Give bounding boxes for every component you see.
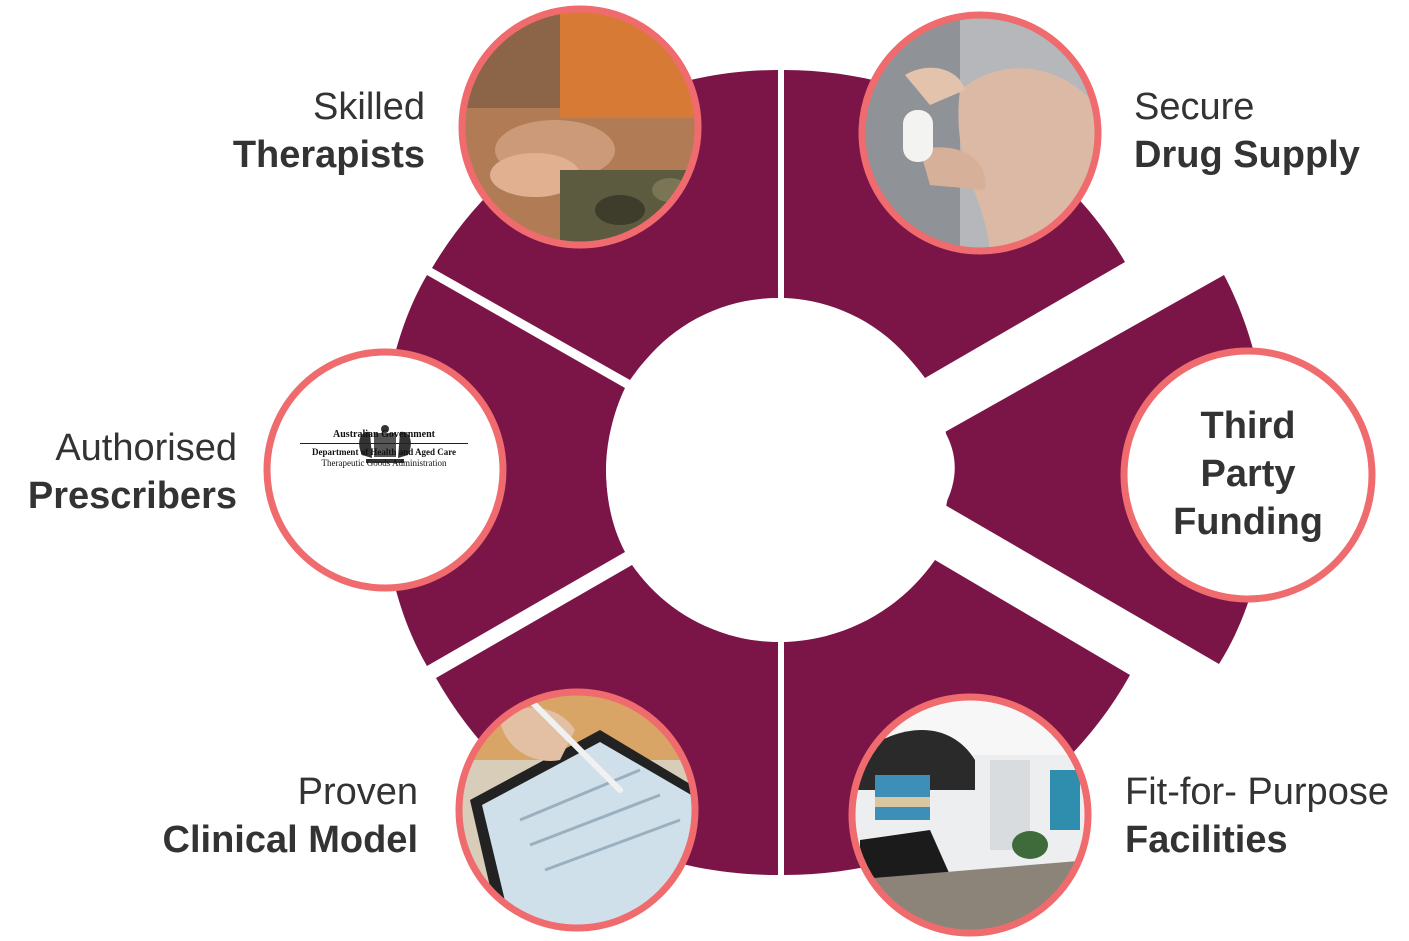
- label-line-bold: Third: [1200, 405, 1296, 447]
- funding-circle: [1120, 347, 1376, 603]
- logo-tga-text: Therapeutic Goods Administration: [321, 458, 447, 468]
- label-line: Secure: [1134, 86, 1255, 128]
- logo-circle: [263, 348, 507, 592]
- government-logo: Australian Government Department of Heal…: [298, 428, 470, 469]
- photo-ring: [858, 11, 1102, 255]
- label-fit-for-purpose-facilities: Fit-for- Purpose Facilities: [1125, 768, 1409, 864]
- photo-ring: [458, 5, 702, 249]
- logo-government-text: Australian Government: [333, 429, 435, 440]
- label-proven-clinical-model: Proven Clinical Model: [100, 768, 418, 864]
- photo-ring: [848, 693, 1092, 937]
- label-line-bold: Party: [1200, 453, 1296, 495]
- coat-of-arms-icon: [359, 425, 411, 463]
- tablet-stylus-photo: [461, 694, 693, 926]
- label-line-bold: Prescribers: [27, 475, 237, 517]
- label-line: Skilled: [313, 86, 425, 128]
- label-line: Fit-for- Purpose: [1125, 771, 1389, 813]
- label-line-bold: Clinical Model: [162, 819, 418, 861]
- center-hub: [606, 298, 950, 642]
- photo-ring: [455, 688, 699, 932]
- label-line-bold: Therapists: [232, 134, 425, 176]
- label-line: Proven: [297, 771, 418, 813]
- label-line-bold: Funding: [1173, 501, 1323, 543]
- label-secure-drug-supply: Secure Drug Supply: [1134, 83, 1394, 179]
- logo-department-text: Department of Health and Aged Care: [311, 447, 457, 457]
- label-line: Authorised: [55, 427, 237, 469]
- logo-divider: [300, 443, 468, 444]
- label-line-bold: Drug Supply: [1134, 134, 1360, 176]
- label-authorised-prescribers: Authorised Prescribers: [0, 424, 237, 520]
- label-line-bold: Facilities: [1125, 819, 1288, 861]
- label-third-party-funding: Third Party Funding: [1122, 402, 1374, 546]
- label-skilled-therapists: Skilled Therapists: [160, 83, 425, 179]
